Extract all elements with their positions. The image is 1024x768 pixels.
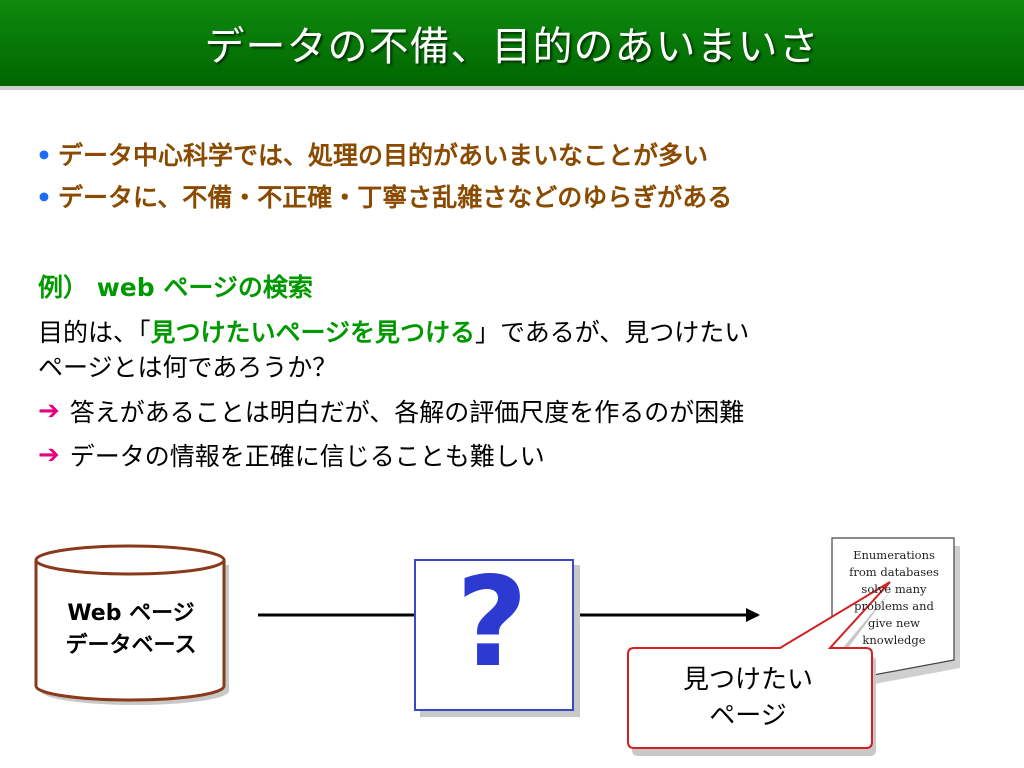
- example-line-1: 目的は、「見つけたいページを見つける」であるが、見つけたい: [38, 313, 749, 349]
- callout-bubble: [627, 581, 892, 756]
- question-mark-icon: ?: [456, 551, 528, 695]
- example-heading: 例） web ページの検索: [38, 273, 313, 302]
- bullet-2-text: データに、不備・不正確・丁寧さ乱雑さなどのゆらぎがある: [57, 183, 733, 212]
- bullet-1: •データ中心科学では、処理の目的があいまいなことが多い: [36, 136, 708, 172]
- line1-post: 」であるが、見つけたい: [475, 318, 750, 347]
- database-label: Web ページ データベース: [36, 598, 226, 662]
- callout-text: 見つけたい ページ: [626, 662, 870, 734]
- page-title: データの不備、目的のあいまいさ: [204, 24, 820, 70]
- question-box: [414, 559, 574, 711]
- point-1-text: 答えがあることは明白だが、各解の評価尺度を作るのが困難: [69, 398, 745, 427]
- document-text: Enumerations from databases solve many p…: [838, 547, 950, 649]
- database-label-line1: Web ページ: [67, 601, 195, 626]
- arrow-right-icon: ➔: [38, 440, 60, 470]
- title-bar: データの不備、目的のあいまいさ: [0, 0, 1024, 90]
- line1-pre: 目的は、「: [38, 318, 151, 347]
- doc-line-2: from databases: [849, 565, 939, 579]
- point-2: ➔ データの情報を正確に信じることも難しい: [38, 437, 545, 473]
- line1-highlight: 見つけたいページを見つける: [150, 318, 476, 347]
- callout-line1: 見つけたい: [682, 665, 813, 695]
- bullet-dot-icon: •: [36, 183, 52, 212]
- bullet-dot-icon: •: [36, 141, 52, 170]
- doc-line-5: give new: [867, 616, 921, 630]
- doc-line-3: solve many: [861, 582, 927, 596]
- doc-line-6: knowledge: [862, 633, 926, 647]
- database-cylinder-icon: [34, 544, 226, 702]
- bullet-1-text: データ中心科学では、処理の目的があいまいなことが多い: [57, 141, 708, 170]
- callout-line2: ページ: [709, 701, 787, 731]
- bullet-2: •データに、不備・不正確・丁寧さ乱雑さなどのゆらぎがある: [36, 178, 732, 214]
- point-1: ➔ 答えがあることは明白だが、各解の評価尺度を作るのが困難: [38, 393, 744, 429]
- example-line-2: ページとは何であろうか？: [38, 353, 338, 382]
- doc-line-4: problems and: [854, 599, 934, 613]
- doc-line-1: Enumerations: [853, 548, 935, 562]
- arrow-right-icon: ➔: [38, 396, 60, 426]
- database-label-line2: データベース: [65, 633, 197, 658]
- point-2-text: データの情報を正確に信じることも難しい: [69, 442, 545, 471]
